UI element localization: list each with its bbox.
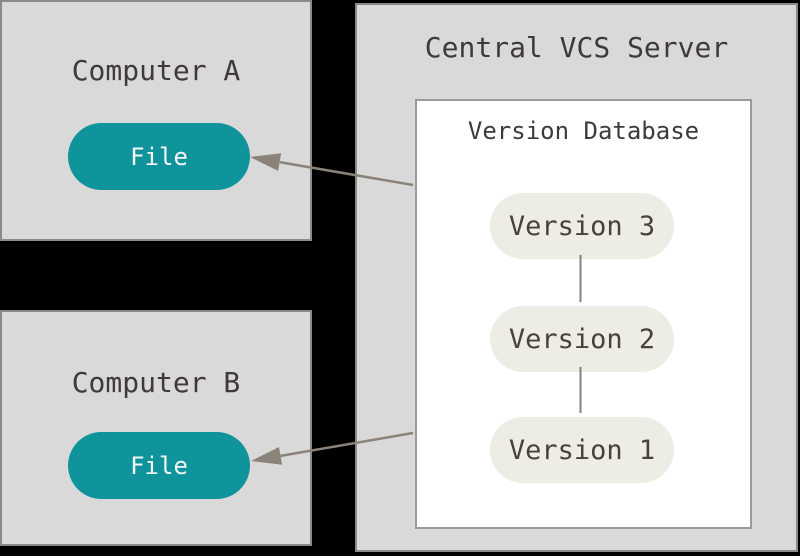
computer-a-title: Computer A — [71, 54, 241, 87]
version-database-box: Version Database Version 3 Version 2 Ver… — [415, 99, 752, 529]
central-vcs-server-title: Central VCS Server — [424, 31, 729, 64]
computer-b-box: Computer B File — [0, 310, 312, 546]
computer-a-file-pill: File — [68, 123, 250, 190]
central-vcs-server-box: Central VCS Server Version Database Vers… — [355, 3, 798, 552]
version-2-label: Version 2 — [508, 323, 656, 355]
computer-a-box: Computer A File — [0, 0, 312, 241]
computer-a-file-label: File — [130, 142, 188, 171]
version-database-title: Version Database — [467, 117, 700, 145]
version-2-pill: Version 2 — [490, 306, 674, 372]
computer-b-file-label: File — [130, 451, 188, 480]
version-3-pill: Version 3 — [490, 193, 674, 259]
version-1-pill: Version 1 — [490, 417, 674, 483]
computer-b-file-pill: File — [68, 432, 250, 499]
computer-b-title: Computer B — [71, 366, 241, 399]
version-3-label: Version 3 — [508, 210, 656, 242]
version-1-label: Version 1 — [508, 434, 656, 466]
